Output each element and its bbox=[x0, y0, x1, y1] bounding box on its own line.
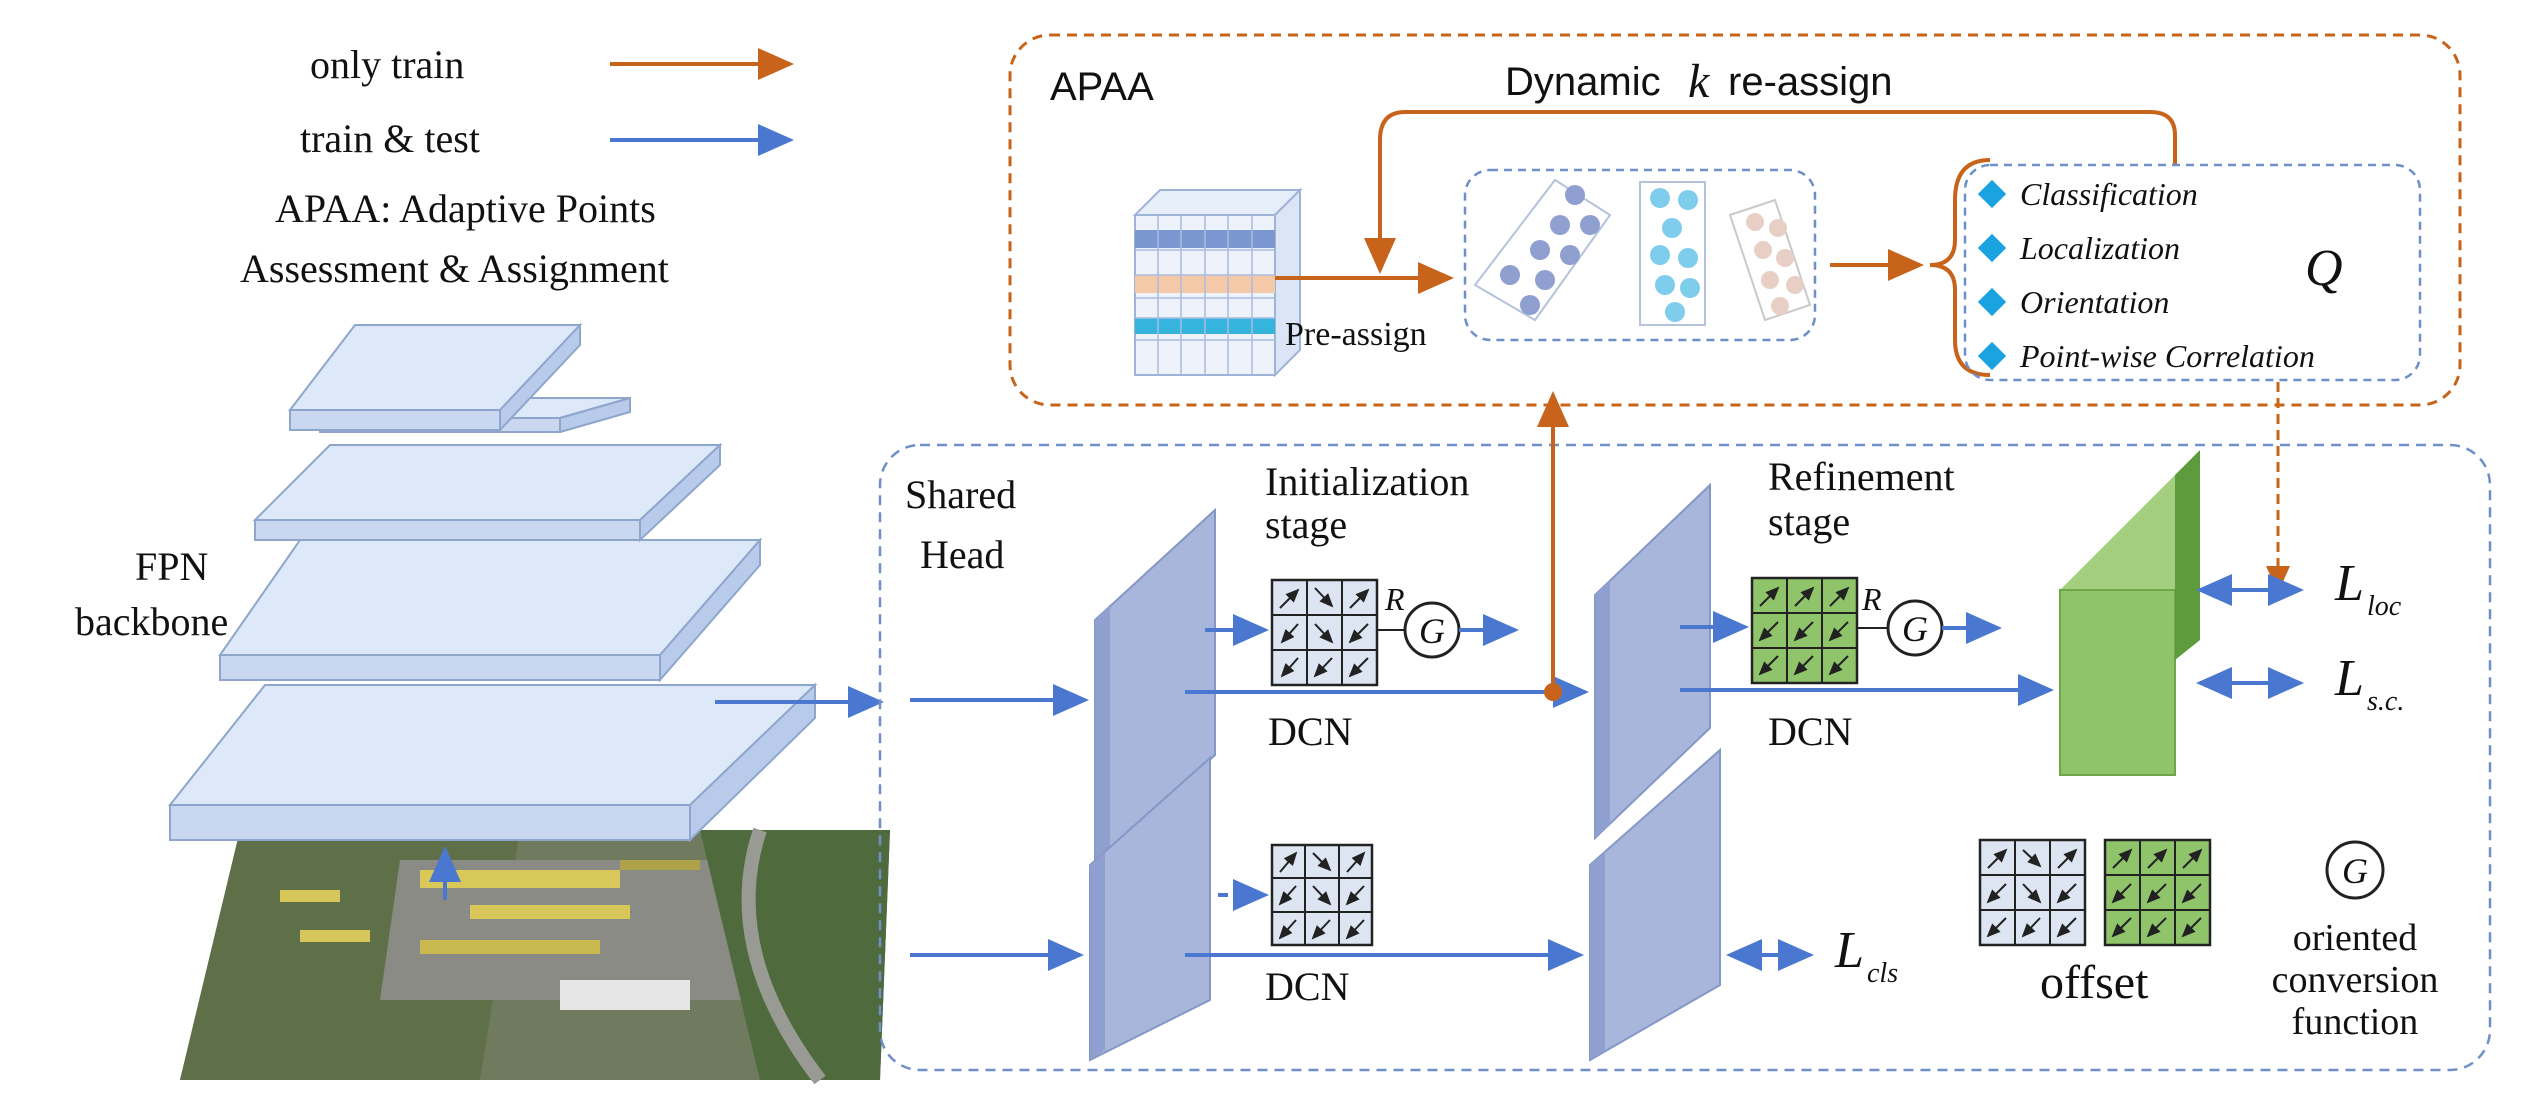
offset-grid-init bbox=[1270, 578, 1379, 687]
feature-map-init-top bbox=[1094, 507, 1216, 868]
criteria-localization: Localization bbox=[2019, 230, 2180, 266]
init-stage-line2: stage bbox=[1265, 502, 1347, 547]
criteria-list: Classification Localization Orientation … bbox=[1977, 176, 2315, 374]
aerial-image bbox=[180, 827, 890, 1085]
dcn-label-init: DCN bbox=[1268, 709, 1352, 754]
apaa-border bbox=[1008, 33, 2462, 407]
legend-apaa-line2: Assessment & Assignment bbox=[240, 246, 669, 291]
r-symbol-init: R bbox=[1384, 581, 1405, 617]
reassign-prefix: Dynamic bbox=[1505, 60, 1661, 104]
point-group-blue bbox=[1473, 178, 1612, 322]
criteria-box bbox=[1963, 163, 2422, 382]
criteria-pointwise: Point-wise Correlation bbox=[2019, 338, 2315, 374]
fpn-backbone: FPN backbone bbox=[75, 322, 890, 1085]
loss-loc: L loc bbox=[2334, 555, 2402, 622]
refine-stage-line2: stage bbox=[1768, 499, 1850, 544]
key-offset: offset bbox=[1978, 838, 2212, 1009]
loss-sc: L s.c. bbox=[2334, 650, 2404, 717]
dcn-label-refine: DCN bbox=[1768, 709, 1852, 754]
init-stage-line1: Initialization bbox=[1265, 459, 1469, 504]
key-oriented-line1: oriented bbox=[2293, 917, 2418, 959]
feature-map-init-bottom bbox=[1089, 755, 1211, 1062]
criteria-orientation: Orientation bbox=[2020, 284, 2169, 320]
svg-text:G: G bbox=[2342, 851, 2368, 891]
criteria-diamond-icon bbox=[1977, 233, 2007, 263]
legend-only-train-label: only train bbox=[310, 42, 464, 87]
reassign-loop-arrow bbox=[1364, 110, 2177, 274]
legend-train-test-label: train & test bbox=[300, 116, 480, 161]
r-symbol-refine: R bbox=[1861, 581, 1882, 617]
key-oriented-line2: conversion bbox=[2272, 959, 2439, 1001]
pre-assign-label: Pre-assign bbox=[1285, 316, 1427, 353]
svg-text:L: L bbox=[1834, 922, 1864, 979]
point-group-peach bbox=[1728, 198, 1812, 322]
legend: only train train & test APAA: Adaptive P… bbox=[240, 42, 794, 291]
feature-map-output-green bbox=[2059, 450, 2200, 776]
shared-head-line1: Shared bbox=[905, 472, 1016, 517]
q-symbol: Q bbox=[2305, 240, 2343, 297]
svg-text:s.c.: s.c. bbox=[2367, 686, 2404, 717]
refine-stage-line1: Refinement bbox=[1768, 454, 1955, 499]
criteria-diamond-icon bbox=[1977, 287, 2007, 317]
fpn-label-line1: FPN bbox=[135, 544, 208, 589]
reassign-k: k bbox=[1688, 55, 1711, 108]
point-group-cyan bbox=[1639, 181, 1706, 326]
shared-head-line2: Head bbox=[920, 532, 1004, 577]
svg-text:cls: cls bbox=[1867, 958, 1898, 989]
loss-cls: L cls bbox=[1834, 922, 1898, 989]
criteria-brace bbox=[1929, 158, 1991, 377]
offset-grid-refine bbox=[1750, 576, 1859, 685]
shared-head-box: Shared Head Initialization stage Refinem… bbox=[878, 382, 2492, 1072]
fpn-label-line2: backbone bbox=[75, 599, 228, 644]
g-circle-icon bbox=[2325, 840, 2385, 900]
point-groups-box bbox=[1463, 168, 1817, 342]
legend-apaa-line1: APAA: Adaptive Points bbox=[275, 186, 656, 231]
g-symbol-refine: G bbox=[1902, 609, 1928, 649]
criteria-classification: Classification bbox=[2020, 176, 2198, 212]
apaa-box: APAA Dynamic k re-assign bbox=[1008, 33, 2462, 407]
key-oriented-conversion: G oriented conversion function bbox=[2272, 840, 2439, 1043]
reassign-suffix: re-assign bbox=[1728, 60, 1893, 104]
criteria-diamond-icon bbox=[1977, 179, 2007, 209]
criteria-diamond-icon bbox=[1977, 341, 2007, 371]
key-offset-label: offset bbox=[2040, 956, 2149, 1009]
svg-text:L: L bbox=[2334, 555, 2364, 612]
shared-head-border bbox=[878, 443, 2492, 1072]
offset-grid-bottom bbox=[1270, 843, 1374, 947]
apaa-title: APAA bbox=[1050, 65, 1154, 109]
key-oriented-line3: function bbox=[2292, 1001, 2419, 1043]
feature-map-refine-top bbox=[1594, 482, 1711, 841]
g-symbol-init: G bbox=[1419, 611, 1445, 651]
feature-map-refine-bottom bbox=[1589, 747, 1721, 1062]
svg-text:L: L bbox=[2334, 650, 2364, 707]
svg-text:loc: loc bbox=[2367, 591, 2402, 622]
feature-cube bbox=[1132, 187, 1303, 378]
dcn-label-bottom: DCN bbox=[1265, 964, 1349, 1009]
